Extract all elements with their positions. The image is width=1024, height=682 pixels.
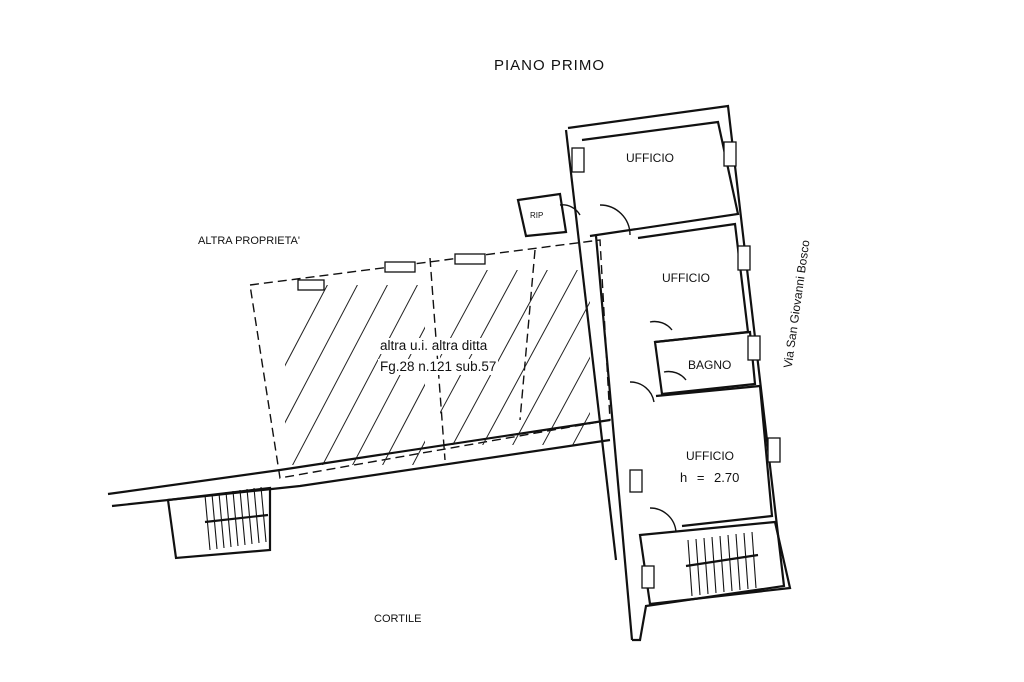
other-unit-label-line1: altra u.i. altra ditta <box>378 338 490 354</box>
area-label-cortile: CORTILE <box>374 613 422 625</box>
right-stair <box>685 531 759 597</box>
room-label-bagno: BAGNO <box>688 358 732 372</box>
room-label-ufficio-mid: UFFICIO <box>662 271 710 285</box>
area-label-altra-proprieta: ALTRA PROPRIETA' <box>198 235 300 247</box>
other-unit-hatching <box>285 270 590 465</box>
left-stair <box>204 486 269 551</box>
ceiling-height-label: h = 2.70 <box>680 470 740 485</box>
other-unit-label-line2: Fg.28 n.121 sub.57 <box>378 359 499 375</box>
door-swings <box>559 204 687 533</box>
room-label-rip: RIP <box>530 211 544 220</box>
right-wing-walls <box>516 104 792 642</box>
room-label-ufficio-top: UFFICIO <box>626 151 674 165</box>
room-label-ufficio-bottom: UFFICIO <box>686 449 734 463</box>
windows <box>297 141 781 589</box>
plan-title: PIANO PRIMO <box>494 57 606 74</box>
walkway <box>107 418 611 560</box>
